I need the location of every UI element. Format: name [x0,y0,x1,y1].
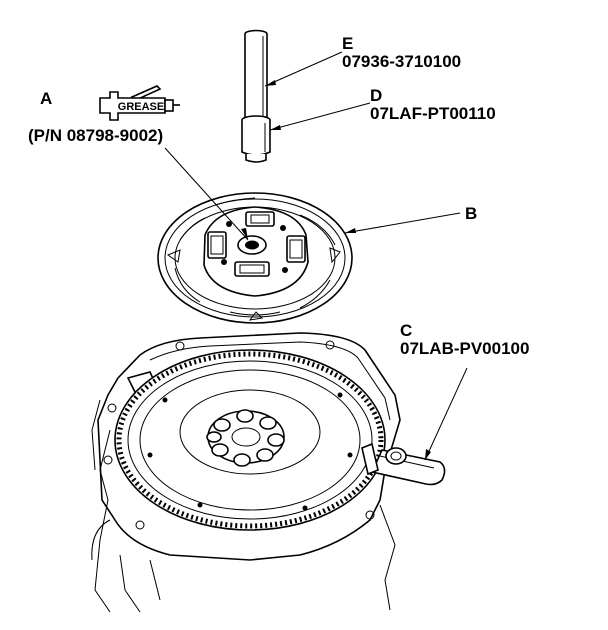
callout-code-c: 07LAB-PV00100 [400,339,529,358]
callout-code-e: 07936-3710100 [342,52,461,71]
callout-part-number-a: (P/N 08798-9002) [28,126,163,145]
crank-bolts [206,409,285,467]
callout-letter-e: E [342,34,353,53]
alignment-shaft-tool [241,29,271,163]
grease-tube-text: GREASE [118,101,164,113]
callout-letter-a: A [40,89,52,108]
callout-code-d: 07LAF-PT00110 [370,104,496,123]
leader-lines [164,51,468,461]
grease-tube-icon: GREASE [99,85,180,121]
ring-gear-holder-tool [361,442,446,486]
callout-letter-b: B [465,204,477,223]
flywheel [114,349,386,531]
clutch-disc [157,192,353,324]
callout-letter-d: D [370,86,382,105]
callout-letter-c: C [400,321,412,340]
engine-housing [91,332,401,613]
